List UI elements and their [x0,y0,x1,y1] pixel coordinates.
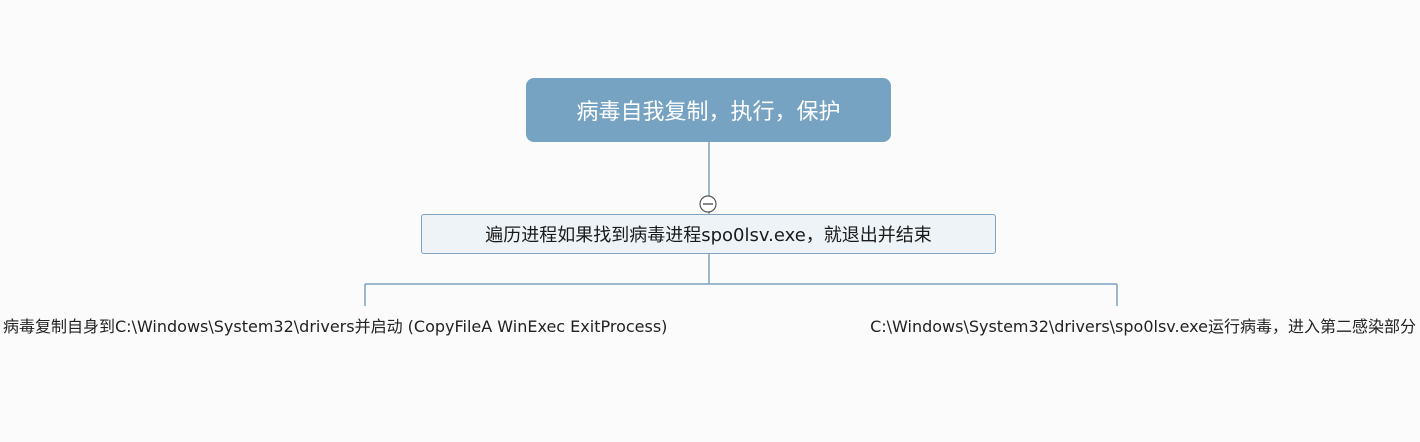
leaf-topic-right-label: C:\Windows\System32\drivers\spo0lsv.exe运… [870,317,1416,336]
subtopic-node[interactable]: 遍历进程如果找到病毒进程spo0lsv.exe，就退出并结束 [421,214,996,254]
leaf-topic-left-label: 病毒复制自身到C:\Windows\System32\drivers并启动 (C… [3,317,668,336]
root-topic-label: 病毒自我复制，执行，保护 [576,100,841,125]
root-topic-node[interactable]: 病毒自我复制，执行，保护 [526,78,891,142]
leaf-topic-right[interactable]: C:\Windows\System32\drivers\spo0lsv.exe运… [870,313,1416,337]
leaf-topic-left[interactable]: 病毒复制自身到C:\Windows\System32\drivers并启动 (C… [3,313,667,337]
subtopic-label: 遍历进程如果找到病毒进程spo0lsv.exe，就退出并结束 [485,225,932,246]
collapse-minus-icon[interactable] [699,195,717,213]
